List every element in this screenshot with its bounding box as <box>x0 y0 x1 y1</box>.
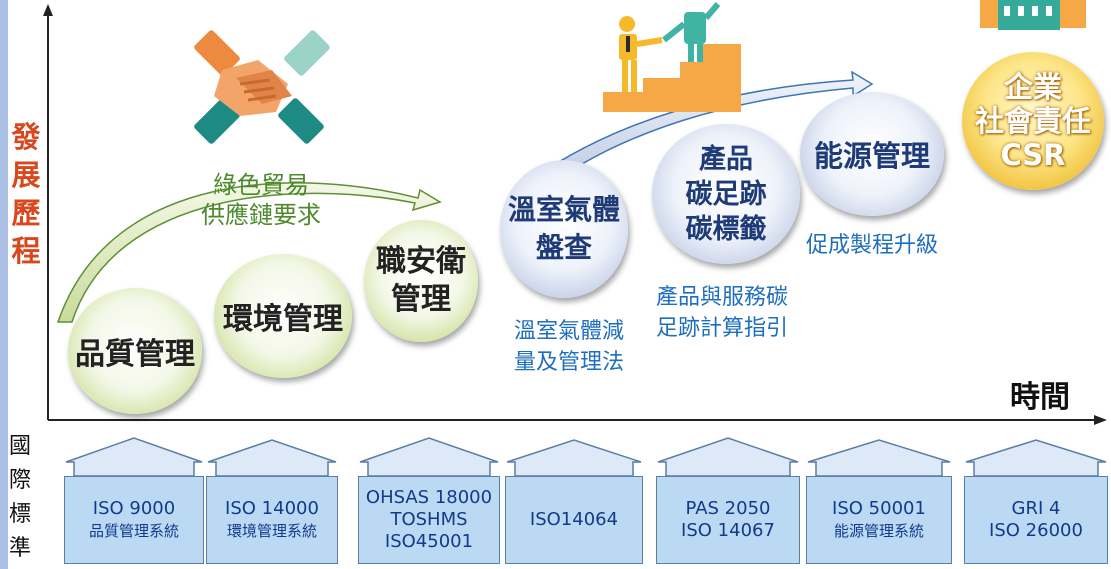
ghg-method-annotation: 溫室氣體減 量及管理法 <box>514 316 624 378</box>
standard-arrow-heads <box>65 437 1107 477</box>
standard-code: TOSHMS <box>390 509 468 530</box>
standard-code: ISO14064 <box>529 509 619 530</box>
green-progress-arrow <box>56 182 442 323</box>
standard-box-iso14064: ISO14064 <box>505 476 643 564</box>
y-label-char: 發 <box>11 120 41 154</box>
standard-code: ISO 50001 <box>832 498 926 519</box>
handshake-icon <box>194 30 330 144</box>
stage-ghg-inventory: 溫室氣體 盤查 <box>500 160 628 298</box>
stage-carbon-footprint: 產品 碳足跡 碳標籤 <box>652 124 800 264</box>
standard-code: ISO 14067 <box>681 520 775 541</box>
standard-box-ohsas: OHSAS 18000 TOSHMS ISO45001 <box>358 476 500 564</box>
stage-csr: 企業 社會責任 CSR <box>962 52 1104 190</box>
stage-label-line: 管理 <box>391 282 451 317</box>
standard-code: ISO 26000 <box>989 520 1083 541</box>
x-axis <box>48 415 1107 425</box>
climbing-stairs-icon <box>603 2 741 112</box>
stage-label-line: 碳標籤 <box>685 213 767 245</box>
stage-environmental-management: 環境管理 <box>214 254 352 378</box>
annotation-line: 供應鏈要求 <box>201 201 321 229</box>
standard-box-iso50001: ISO 50001 能源管理系統 <box>806 476 952 564</box>
annotation-line: 產品與服務碳 <box>656 285 789 310</box>
standard-box-iso9000: ISO 9000 品質管理系統 <box>64 476 204 564</box>
standard-code: ISO45001 <box>384 531 474 552</box>
stage-label: 環境管理 <box>223 302 343 337</box>
green-trade-annotation: 綠色貿易 供應鏈要求 <box>196 170 326 230</box>
standard-desc: 能源管理系統 <box>833 522 924 540</box>
left-accent-bar <box>0 0 8 569</box>
stage-label-line: 溫室氣體 <box>507 193 620 226</box>
standard-code: ISO 9000 <box>92 498 176 519</box>
y-label-char: 展 <box>11 158 41 192</box>
standard-box-pas2050: PAS 2050 ISO 14067 <box>656 476 800 564</box>
standard-box-gri4: GRI 4 ISO 26000 <box>964 476 1108 564</box>
annotation-line: 綠色貿易 <box>213 171 309 199</box>
standard-code: PAS 2050 <box>685 498 771 519</box>
standards-label-char: 標 <box>8 502 31 527</box>
standard-code: ISO 14000 <box>225 498 319 519</box>
stage-label: 能源管理 <box>813 139 930 173</box>
standards-label-char: 國 <box>8 434 31 459</box>
y-axis <box>43 4 53 420</box>
stage-label-line: 產品 <box>699 143 753 175</box>
stage-label-line: 職安衛 <box>376 244 466 279</box>
annotation-line: 足跡計算指引 <box>656 316 789 341</box>
buildings-icon <box>980 0 1086 30</box>
annotation-line: 量及管理法 <box>514 350 625 375</box>
y-label-char: 程 <box>11 234 41 268</box>
annotation-line: 溫室氣體減 <box>514 319 625 344</box>
stage-label-line: 社會責任 <box>974 104 1091 138</box>
stage-label-line: 碳足跡 <box>685 178 767 210</box>
stage-label: 品質管理 <box>75 337 195 372</box>
standard-desc: 環境管理系統 <box>226 522 317 540</box>
standard-desc: 品質管理系統 <box>88 522 179 540</box>
standard-code: OHSAS 18000 <box>365 487 493 508</box>
stage-occupational-safety: 職安衛 管理 <box>364 220 478 342</box>
carbon-guide-annotation: 產品與服務碳 足跡計算指引 <box>656 282 788 344</box>
x-axis-label: 時間 <box>1010 380 1070 415</box>
standard-box-iso14000: ISO 14000 環境管理系統 <box>206 476 338 564</box>
stage-label-line: 企業 <box>1003 70 1062 104</box>
stage-label-line: CSR <box>1000 138 1066 172</box>
y-axis-label: 發 展 歷 程 <box>9 118 43 270</box>
stage-energy-management: 能源管理 <box>800 92 944 216</box>
international-standards-label: 國 際 標 準 <box>5 430 35 566</box>
standard-code: GRI 4 <box>1011 498 1061 519</box>
process-upgrade-annotation: 促成製程升級 <box>806 233 939 258</box>
standards-label-char: 準 <box>8 536 31 561</box>
stage-quality-management: 品質管理 <box>68 288 202 414</box>
y-label-char: 歷 <box>11 196 41 230</box>
stage-label-line: 盤查 <box>535 231 592 264</box>
standards-label-char: 際 <box>8 468 31 493</box>
